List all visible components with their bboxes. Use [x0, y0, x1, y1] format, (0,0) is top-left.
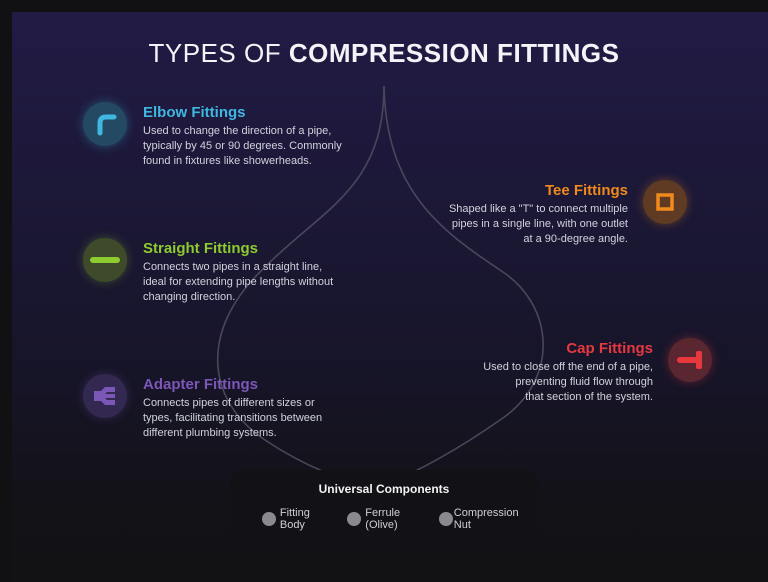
fitting-description: Shaped like a "T" to connect multiple pi… — [448, 203, 628, 245]
fitting-title: Elbow Fittings — [143, 104, 246, 121]
universal-components-legend: Universal Components Fitting Body Ferrul… — [230, 470, 538, 538]
legend-items: Fitting Body Ferrule (Olive) Compression… — [262, 507, 538, 531]
legend-item-ferrule: Ferrule (Olive) — [347, 507, 435, 531]
fitting-description: Connects two pipes in a straight line, i… — [143, 261, 334, 303]
fitting-description: Used to change the direction of a pipe, … — [143, 125, 342, 167]
tee-icon — [643, 180, 687, 224]
fitting-title: Adapter Fittings — [143, 376, 258, 393]
legend-item-fitting-body: Fitting Body — [262, 507, 337, 531]
legend-title: Universal Components — [318, 482, 450, 496]
elbow-icon — [83, 102, 127, 146]
title-bold: COMPRESSION FITTINGS — [288, 38, 620, 68]
page-title: TYPES OF COMPRESSION FITTINGS — [0, 38, 768, 69]
circle-icon — [438, 512, 453, 526]
fitting-description: Connects pipes of different sizes or typ… — [143, 397, 323, 439]
fitting-description: Used to close off the end of a pipe, pre… — [483, 361, 653, 403]
fitting-title: Tee Fittings — [544, 182, 628, 199]
title-light: TYPES OF — [148, 38, 289, 68]
adapter-icon — [83, 374, 127, 418]
cap-icon — [668, 338, 712, 382]
circle-icon — [347, 512, 362, 526]
straight-pipe-icon — [83, 238, 127, 282]
circle-icon — [262, 512, 276, 526]
fitting-title: Cap Fittings — [566, 340, 653, 357]
legend-item-compression-nut: Compression Nut — [438, 507, 538, 531]
fitting-title: Straight Fittings — [143, 240, 258, 257]
